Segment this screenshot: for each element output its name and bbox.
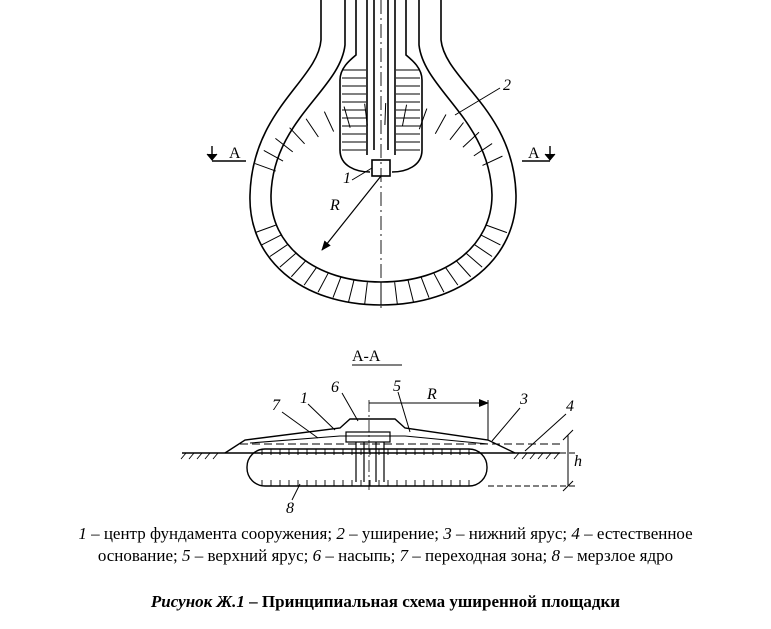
radius-arrow — [321, 175, 382, 251]
ring-hatch — [482, 155, 503, 166]
legend-num: 3 — [443, 524, 452, 543]
legend-num: 5 — [181, 546, 191, 565]
ring-hatch — [317, 272, 329, 293]
legend-num: 4 — [571, 524, 580, 543]
ring-hatch — [394, 282, 398, 305]
ring-hatch — [261, 234, 282, 246]
ring-hatch — [305, 118, 319, 138]
legend-text: – переходная зона; — [408, 546, 552, 565]
ground-hatch — [204, 452, 211, 460]
ring-hatch — [480, 234, 501, 246]
tower-outer-outline — [339, 0, 371, 173]
legend-text: основание; — [97, 546, 182, 565]
ground-hatch — [553, 452, 560, 460]
section-foundation — [345, 431, 391, 443]
ring-hatch — [323, 111, 335, 132]
ring-hatch — [473, 143, 493, 157]
section-radius-label: R — [426, 386, 437, 403]
legend-line-1: 1 – центр фундамента сооружения; 2 – уши… — [0, 523, 771, 545]
figure-caption: Рисунок Ж.1 – Принципиальная схема ушире… — [0, 592, 771, 612]
section-label-5: 5 — [393, 378, 401, 395]
section-label-8: 8 — [286, 500, 294, 517]
ring-hatch — [332, 276, 342, 298]
height-label: h — [574, 453, 582, 470]
ring-hatch — [420, 276, 430, 298]
ring-hatch — [290, 260, 307, 278]
plan-label-2: 2 — [503, 77, 511, 94]
legend-num: 7 — [399, 546, 409, 565]
legend-text: – верхний ярус; — [190, 546, 313, 565]
ground-hatch — [529, 452, 536, 460]
section-view — [180, 391, 575, 501]
ring-hatch — [465, 252, 483, 268]
ring-hatch — [433, 272, 445, 293]
widening-inner-outline — [270, 0, 493, 283]
embankment-outline — [224, 418, 516, 454]
legend-text: – нижний ярус; — [451, 524, 572, 543]
ground-hatch — [537, 452, 544, 460]
section-mark-right — [522, 146, 556, 162]
legend-text: – естественное — [579, 524, 693, 543]
ring-hatch — [449, 122, 464, 141]
section-label-3: 3 — [519, 391, 528, 408]
legend-text: – мерзлое ядро — [559, 546, 674, 565]
section-label-right: A — [528, 145, 540, 162]
plan-view — [206, 0, 556, 310]
ring-hatch — [348, 280, 355, 302]
figure-number: Рисунок Ж.1 — [150, 592, 245, 611]
ring-hatch — [289, 127, 305, 145]
ring-hatch — [254, 224, 276, 234]
legend-num: 1 — [78, 524, 87, 543]
ring-hatch — [444, 266, 459, 286]
ring-hatch — [279, 252, 297, 268]
section-label-left: A — [229, 145, 241, 162]
legend-num: 8 — [551, 546, 560, 565]
legend-text: – уширение; — [344, 524, 444, 543]
widening-outer-outline — [249, 0, 517, 306]
ring-hatch — [364, 282, 368, 305]
legend-num: 6 — [312, 546, 322, 565]
upper-tier-line — [249, 435, 489, 445]
ground-hatch — [196, 452, 203, 460]
ring-hatch — [275, 137, 294, 153]
plan-label-1: 1 — [343, 170, 351, 187]
ground-hatch — [212, 452, 219, 460]
plan-radius-label: R — [329, 197, 340, 214]
ring-hatch — [263, 149, 284, 162]
ring-hatch — [418, 108, 428, 130]
ring-hatch — [401, 104, 408, 127]
section-label-4: 4 — [566, 398, 574, 415]
legend-line-2: основание; 5 – верхний ярус; 6 – насыпь;… — [0, 545, 771, 567]
section-title: А-А — [352, 348, 381, 365]
frozen-core-8 — [246, 448, 488, 487]
ring-hatch — [384, 103, 387, 126]
ground-hatch — [521, 452, 528, 460]
ground-hatch — [513, 452, 520, 460]
section-label-6: 6 — [331, 379, 339, 396]
ring-hatch — [303, 266, 318, 286]
tower-shaft — [366, 0, 396, 155]
ring-hatch — [269, 243, 289, 257]
section-label-7: 7 — [272, 397, 281, 414]
section-mark-left — [206, 146, 246, 162]
legend-text: – центр фундамента сооружения; — [86, 524, 337, 543]
ring-hatch — [486, 224, 508, 234]
legend-text: – насыпь; — [321, 546, 400, 565]
ring-hatch — [407, 280, 414, 302]
ground-hatch — [180, 452, 187, 460]
ring-hatch — [364, 103, 368, 126]
figure-title: – Принципиальная схема уширенной площадк… — [244, 592, 621, 611]
ring-hatch — [434, 114, 447, 135]
section-label-1: 1 — [300, 390, 308, 407]
legend-num: 2 — [336, 524, 345, 543]
ring-hatch — [455, 260, 472, 278]
ring-hatch — [473, 243, 493, 257]
ground-hatch — [188, 452, 195, 460]
ground-hatch — [545, 452, 552, 460]
ring-hatch — [254, 163, 276, 172]
ring-hatch — [462, 131, 480, 148]
